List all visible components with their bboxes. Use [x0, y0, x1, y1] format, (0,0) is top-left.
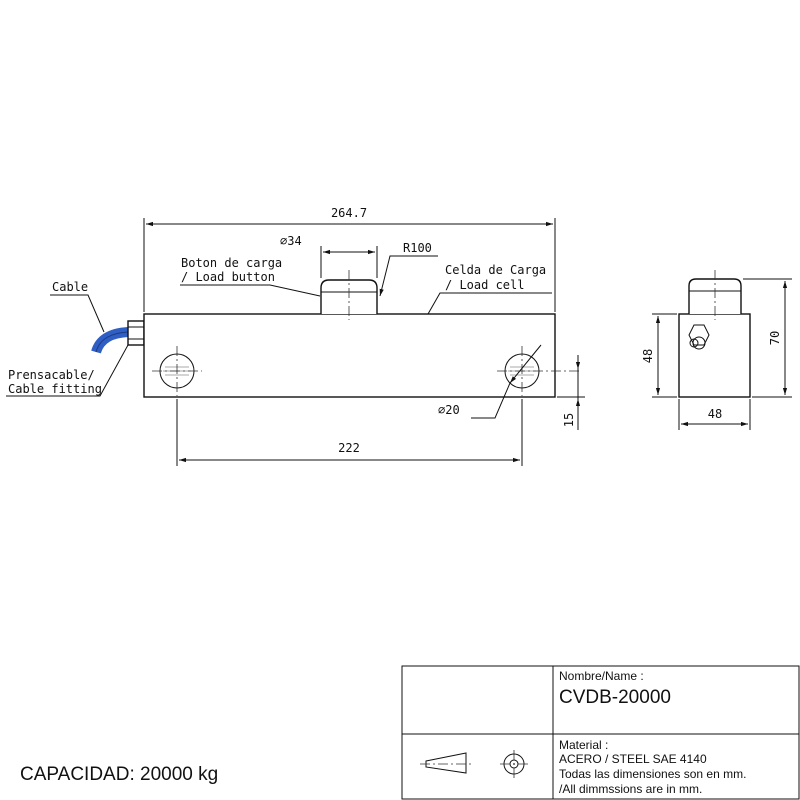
projection-symbol-icon: [420, 750, 528, 778]
label-cable: Cable: [52, 280, 88, 294]
label-cable-fitting-1: Prensacable/: [8, 368, 95, 382]
label-load-cell-2: / Load cell: [445, 278, 524, 292]
hole-left: [152, 346, 202, 396]
name-value: CVDB-20000: [559, 687, 671, 708]
dim-side-total-height: 70: [768, 331, 782, 345]
dim-height: 48: [641, 349, 655, 363]
dim-side-width: 48: [708, 407, 722, 421]
dim-hole-diameter: ∅20: [438, 403, 460, 417]
name-label: Nombre/Name :: [559, 669, 644, 683]
label-load-button-2: / Load button: [181, 270, 275, 284]
side-body: [678, 313, 751, 398]
dim-hole-spacing: 222: [338, 441, 360, 455]
dim-overall-length: 264.7: [331, 206, 367, 220]
front-view: 264.7 ∅34 R100 222 ∅20 15 Cable Boton de…: [6, 206, 585, 466]
material-value: ACERO / STEEL SAE 4140: [559, 752, 707, 766]
side-cable-fitting: [688, 324, 710, 350]
dim-button-diameter: ∅34: [280, 234, 302, 248]
label-load-button-1: Boton de carga: [181, 256, 282, 270]
hole-right: [497, 346, 580, 396]
label-cable-fitting-2: Cable fitting: [8, 382, 102, 396]
title-block: Nombre/Name : CVDB-20000 Material : ACER…: [401, 665, 800, 800]
dim-radius: R100: [403, 241, 432, 255]
dimensions-note-en: /All dimmssions are in mm.: [559, 782, 702, 796]
dimensions-note-es: Todas las dimensiones son en mm.: [559, 767, 746, 781]
label-load-cell-1: Celda de Carga: [445, 263, 546, 277]
load-cell-body: [143, 313, 556, 398]
material-label: Material :: [559, 738, 608, 752]
cable-fitting: [127, 320, 145, 346]
capacity-label: CAPACIDAD: 20000 kg: [20, 764, 218, 785]
dim-hole-offset: 15: [562, 413, 576, 427]
side-view: 48 48 70: [641, 270, 792, 430]
